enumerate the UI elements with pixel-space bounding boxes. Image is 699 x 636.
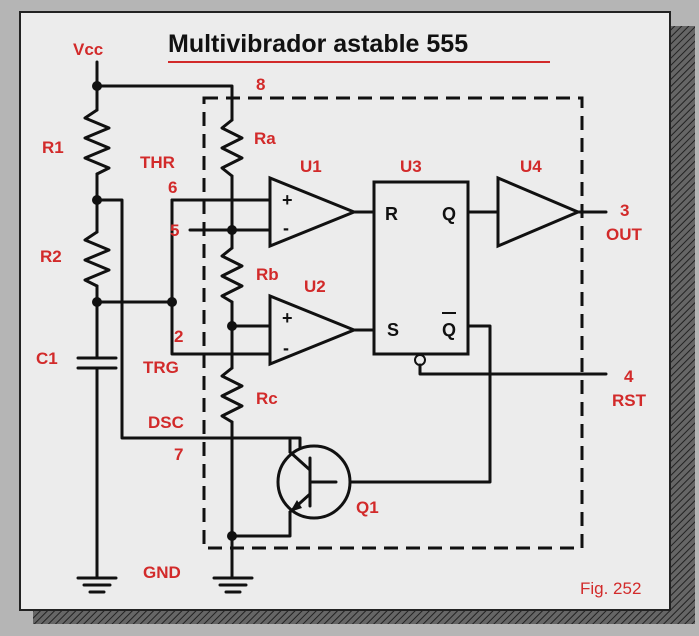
comparator-u1: [268, 175, 358, 249]
trg-label: TRG: [143, 358, 179, 377]
ic-555-outline: [202, 96, 584, 550]
pin5-label: 5: [170, 221, 179, 240]
dsc-label: DSC: [148, 413, 184, 432]
ff-r: R: [385, 204, 398, 224]
qbar-wire: [334, 324, 492, 484]
q1-label: Q1: [356, 498, 379, 517]
u2-label: U2: [304, 277, 326, 296]
u2-plus: +: [282, 308, 293, 328]
comparator-u2: [268, 293, 358, 367]
u1-minus: -: [283, 218, 289, 238]
transistor-q1: [230, 438, 352, 538]
pin6-label: 6: [168, 178, 177, 197]
rst-label: RST: [612, 391, 647, 410]
figure-number: Fig. 252: [580, 579, 641, 598]
r1-label: R1: [42, 138, 64, 157]
rb-label: Rb: [256, 265, 279, 284]
ff-qbar: Q: [442, 320, 456, 340]
pin8-label: 8: [256, 75, 265, 94]
pin7-label: 7: [174, 445, 183, 464]
pin2-label: 2: [174, 327, 183, 346]
vcc-rail: [95, 84, 234, 122]
thr-label: THR: [140, 153, 175, 172]
u1-label: U1: [300, 157, 322, 176]
figure-title: Multivibrador astable 555: [168, 30, 468, 58]
vcc-label: Vcc: [73, 40, 103, 59]
dsc-wire: [95, 198, 302, 450]
reset-lead: [418, 363, 608, 376]
gnd-label: GND: [143, 563, 181, 582]
c1-label: C1: [36, 349, 58, 368]
u4-label: U4: [520, 157, 542, 176]
r2-label: R2: [40, 247, 62, 266]
pin3-label: 3: [620, 201, 629, 220]
u2-minus: -: [283, 338, 289, 358]
pin4-label: 4: [624, 367, 634, 386]
ff-q: Q: [442, 204, 456, 224]
u1-plus: +: [282, 190, 293, 210]
ra-label: Ra: [254, 129, 276, 148]
buffer-u4: [496, 175, 582, 249]
panel: [19, 11, 671, 611]
flipflop-u3: [372, 180, 470, 356]
u3-label: U3: [400, 157, 422, 176]
rc-label: Rc: [256, 389, 278, 408]
trg-wire: [170, 198, 274, 356]
ff-s: S: [387, 320, 399, 340]
out-label: OUT: [606, 225, 643, 244]
